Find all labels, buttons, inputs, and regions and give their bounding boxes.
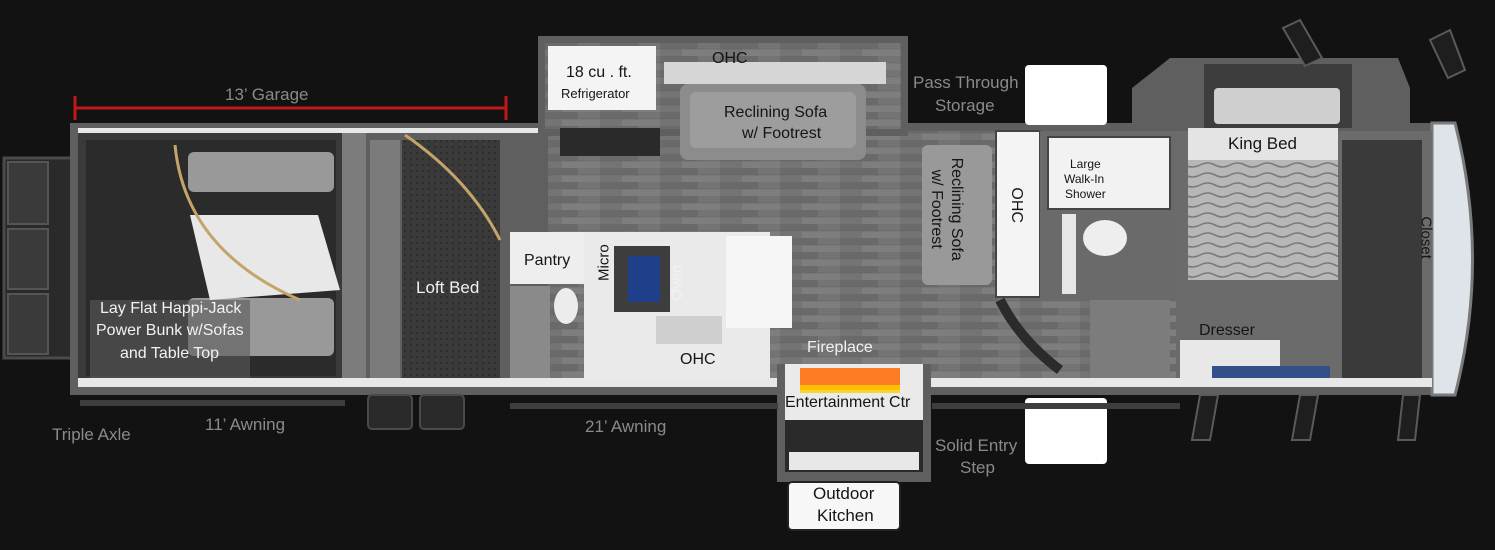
outdoor-kitchen-box xyxy=(787,481,901,531)
bunk-label-1: Lay Flat Happi-Jack xyxy=(100,300,242,317)
garage-label: 13’ Garage xyxy=(225,85,309,104)
pantry-label: Pantry xyxy=(524,252,571,269)
slide-top-living xyxy=(538,36,908,160)
pass-through-storage-bottom xyxy=(1025,398,1107,464)
entry-step-label-2: Step xyxy=(960,458,995,477)
bedroom-area xyxy=(1176,128,1432,387)
closet-label: Closet xyxy=(1417,216,1435,259)
reclining-sofa-top-label-2: w/ Footrest xyxy=(742,125,822,142)
loft-area xyxy=(366,131,506,387)
refrigerator-size-label: 18 cu . ft. xyxy=(566,64,632,81)
kitchen-area xyxy=(584,232,792,382)
axle-wheels xyxy=(367,394,465,430)
entry-area xyxy=(995,297,1170,382)
reclining-sofa-side-label-1: Reclining Sofa xyxy=(948,157,966,261)
entertainment-label: Entertainment Ctr xyxy=(785,394,911,411)
bottom-wall-trim xyxy=(78,378,1432,387)
ohc-side-label: OHC xyxy=(1008,187,1026,223)
outdoor-kitchen-label-1: Outdoor xyxy=(813,484,875,503)
reclining-sofa-side-label-2: w/ Footrest xyxy=(928,169,946,249)
pantry-bath-area xyxy=(506,131,584,387)
shower-label-2: Walk-In xyxy=(1064,172,1105,186)
king-bed-label: King Bed xyxy=(1228,134,1297,153)
bunk-label-2: Power Bunk w/Sofas xyxy=(96,322,244,339)
pass-through-label-1: Pass Through xyxy=(913,73,1019,92)
fireplace-label: Fireplace xyxy=(807,339,873,356)
living-side xyxy=(922,130,1041,298)
shower-label-1: Large xyxy=(1070,157,1101,171)
shower-label-3: Shower xyxy=(1065,187,1106,201)
top-wall-trim xyxy=(78,128,538,133)
ohc-kitchen-label: OHC xyxy=(680,351,716,368)
micro-label: Micro xyxy=(595,244,613,281)
oven-label: Oven xyxy=(668,264,686,301)
awning-21-label: 21’ Awning xyxy=(585,417,667,436)
slide-top-bedroom xyxy=(1132,58,1410,128)
loft-bed-label: Loft Bed xyxy=(416,278,480,297)
dresser-label: Dresser xyxy=(1199,322,1256,339)
bathroom-area xyxy=(1040,131,1176,301)
entertainment-slide xyxy=(777,364,931,482)
entry-step-label-1: Solid Entry xyxy=(935,436,1018,455)
bunk-label-3: and Table Top xyxy=(120,345,220,362)
ohc-top-label: OHC xyxy=(712,50,748,67)
awning-11-label: 11’ Awning xyxy=(205,415,286,434)
hitch-frame xyxy=(2,156,76,360)
triple-axle-label: Triple Axle xyxy=(52,425,131,444)
outdoor-kitchen-label-2: Kitchen xyxy=(817,506,874,525)
front-cap xyxy=(1430,121,1474,397)
refrigerator-label: Refrigerator xyxy=(561,86,630,101)
awnings xyxy=(80,400,1180,409)
pass-through-label-2: Storage xyxy=(935,96,995,115)
stabilizer-jacks xyxy=(1190,18,1467,441)
garage-area xyxy=(78,131,366,387)
pass-through-storage-top xyxy=(1025,65,1107,125)
reclining-sofa-top-label-1: Reclining Sofa xyxy=(724,104,828,121)
garage-dimension-line xyxy=(73,96,508,120)
